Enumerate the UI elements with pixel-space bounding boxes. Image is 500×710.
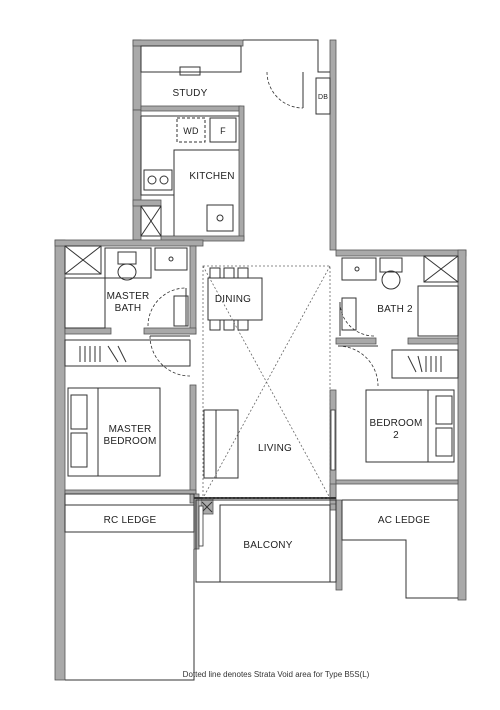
label-study: STUDY [173, 88, 208, 99]
label-rc-ledge: RC LEDGE [104, 515, 157, 526]
label-ac-ledge: AC LEDGE [378, 515, 430, 526]
door-swings [147, 71, 379, 387]
windows [198, 409, 336, 547]
label-balcony: BALCONY [243, 540, 292, 551]
label-fridge: F [220, 126, 226, 136]
strata-void-note: Dotted line denotes Strata Void area for… [183, 670, 370, 679]
label-bath2: BATH 2 [377, 304, 413, 315]
label-master-bath-line1: MASTER [107, 291, 150, 302]
label-dining: DINING [215, 294, 251, 305]
label-master-bedroom-line1: MASTER [109, 424, 152, 435]
label-db: DB [318, 94, 328, 101]
label-master-bedroom-line2: BEDROOM [103, 436, 156, 447]
label-living: LIVING [258, 443, 292, 454]
door-leaves [150, 72, 378, 347]
outlines [64, 39, 459, 681]
label-bedroom2-line1: BEDROOM [369, 418, 422, 429]
label-bedroom2-line2: 2 [393, 430, 399, 441]
label-kitchen: KITCHEN [189, 171, 234, 182]
label-wd: WD [183, 126, 199, 136]
label-master-bath-line2: BATH [115, 303, 142, 314]
room-labels: STUDY DB WD F KITCHEN DINING MASTER BATH… [103, 88, 430, 551]
strata-void [202, 265, 331, 499]
